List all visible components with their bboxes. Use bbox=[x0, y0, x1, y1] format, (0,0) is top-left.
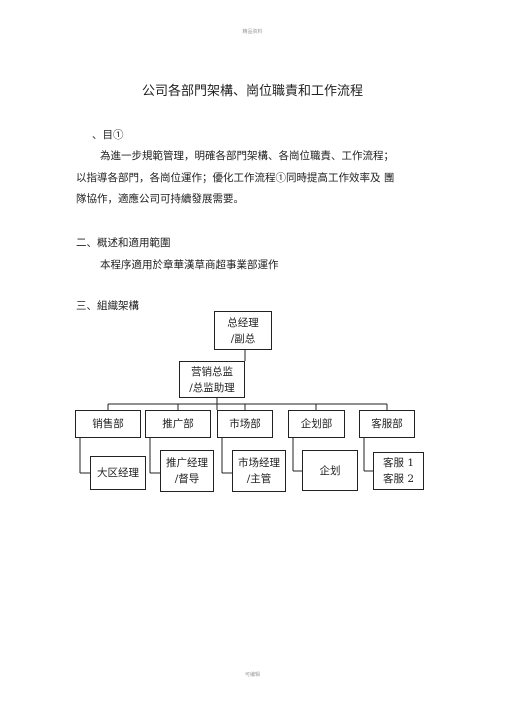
section-1-line-2: 以指導各部門，各崗位運作；優化工作流程①同時提高工作效率及 團 bbox=[76, 172, 395, 184]
org-box-dept-sales: 销售部 bbox=[75, 410, 141, 438]
org-box-promotion-manager: 推广经理 /督导 bbox=[160, 450, 214, 492]
org-box-general-manager-line-1: 总经理 bbox=[227, 316, 259, 329]
page-header: 精品资料 bbox=[242, 29, 263, 35]
org-box-regional-manager: 大区经理 bbox=[90, 456, 146, 490]
org-box-dept-planning: 企划部 bbox=[288, 410, 345, 438]
org-box-dept-customer-service: 客服部 bbox=[359, 410, 415, 438]
org-box-market-manager-line-1: 市场经理 bbox=[238, 457, 280, 469]
section-3-heading: 三、組織架構 bbox=[76, 300, 139, 312]
org-box-promotion-manager-line-2: /督导 bbox=[174, 473, 200, 485]
section-2-text: 本程序適用於章華漢草商超事業部運作 bbox=[100, 259, 279, 271]
org-box-customer-service-staff-line-2: 客服 2 bbox=[382, 473, 415, 485]
document-title: 公司各部門架構、崗位職責和工作流程 bbox=[141, 84, 363, 99]
org-box-customer-service-staff-line-1: 客服 1 bbox=[382, 457, 415, 469]
org-box-general-manager-line-2: /副总 bbox=[230, 332, 256, 345]
org-box-general-manager: 总经理 /副总 bbox=[214, 311, 272, 350]
org-box-customer-service-staff: 客服 1 客服 2 bbox=[373, 452, 424, 490]
section-1-line-3: 隊協作，適應公司可持續發展需要。 bbox=[76, 193, 244, 205]
org-box-marketing-director: 营销总监 /总监助理 bbox=[179, 361, 245, 398]
org-box-dept-promotion: 推广部 bbox=[145, 410, 211, 438]
section-1-heading: 、目① bbox=[92, 129, 124, 141]
section-2-heading: 二、概述和適用範圍 bbox=[76, 237, 171, 249]
section-1-line-1: 為進一步規範管理，明確各部門架構、各崗位職責、工作流程； bbox=[100, 150, 394, 162]
page-footer: 可编辑 bbox=[244, 672, 260, 678]
org-box-marketing-director-line-1: 营销总监 bbox=[191, 365, 233, 378]
org-box-dept-market: 市场部 bbox=[217, 410, 273, 438]
org-box-promotion-manager-line-1: 推广经理 bbox=[166, 457, 208, 469]
org-box-marketing-director-line-2: /总监助理 bbox=[189, 381, 235, 394]
org-box-market-manager-line-2: /主管 bbox=[246, 473, 272, 485]
org-box-market-manager: 市场经理 /主管 bbox=[232, 450, 286, 492]
org-box-planning-staff: 企划 bbox=[302, 450, 358, 491]
